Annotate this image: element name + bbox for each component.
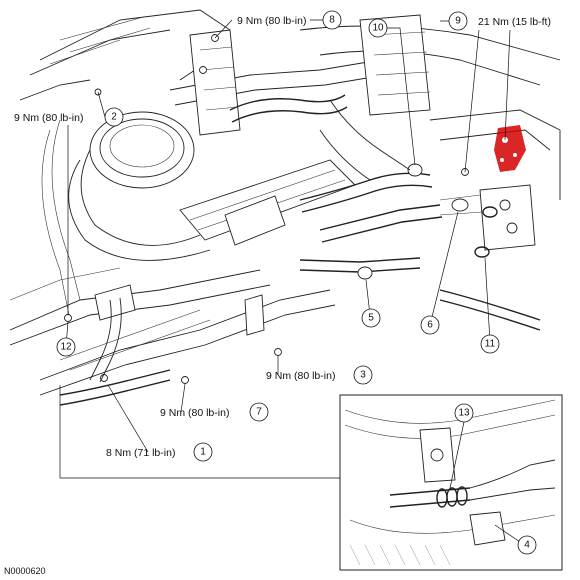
callout-number-5: 5 [368, 313, 374, 324]
callout-number-3: 3 [360, 370, 366, 381]
callout-11: 11 [480, 334, 500, 354]
callout-9: 9 21 Nm (15 lb-ft) [448, 11, 551, 31]
callout-7: 9 Nm (80 lb-in) 7 [160, 402, 269, 422]
callout-1: 8 Nm (71 lb-in) 1 [106, 442, 213, 462]
callout-number-1: 1 [200, 447, 206, 458]
torque-label-2: 9 Nm (80 lb-in) [14, 112, 83, 124]
callout-6: 6 [420, 315, 440, 335]
callout-number-11: 11 [485, 339, 496, 350]
callout-number-6: 6 [427, 320, 433, 331]
callout-number-8: 8 [329, 15, 335, 26]
callout-number-9: 9 [455, 16, 461, 27]
callout-number-7: 7 [256, 407, 262, 418]
torque-label-7: 9 Nm (80 lb-in) [160, 407, 229, 419]
callout-number-4: 4 [524, 540, 530, 551]
callout-number-10: 10 [372, 23, 384, 34]
callout-13: 13 [454, 403, 474, 423]
callout-12: 12 [56, 337, 76, 357]
callout-number-12: 12 [60, 342, 72, 353]
callout-2: 9 Nm (80 lb-in) 2 [14, 107, 124, 127]
highlight-marking [494, 125, 526, 172]
torque-label-9: 21 Nm (15 lb-ft) [478, 16, 551, 28]
callout-4: 4 [517, 535, 537, 555]
figure-id: N0000620 [4, 566, 46, 576]
leader-lines [59, 19, 521, 543]
vehicle-underbody-drawing [9, 9, 561, 406]
torque-label-3: 9 Nm (80 lb-in) [266, 370, 335, 382]
torque-label-1: 8 Nm (71 lb-in) [106, 447, 175, 459]
callout-5: 5 [361, 308, 381, 328]
callout-number-13: 13 [458, 408, 470, 419]
callout-3: 9 Nm (80 lb-in) 3 [266, 365, 373, 385]
callout-10: 10 [368, 18, 388, 38]
torque-label-8: 9 Nm (80 lb-in) [237, 15, 306, 27]
callout-8: 9 Nm (80 lb-in) 8 [237, 10, 342, 30]
callout-number-2: 2 [111, 112, 117, 123]
